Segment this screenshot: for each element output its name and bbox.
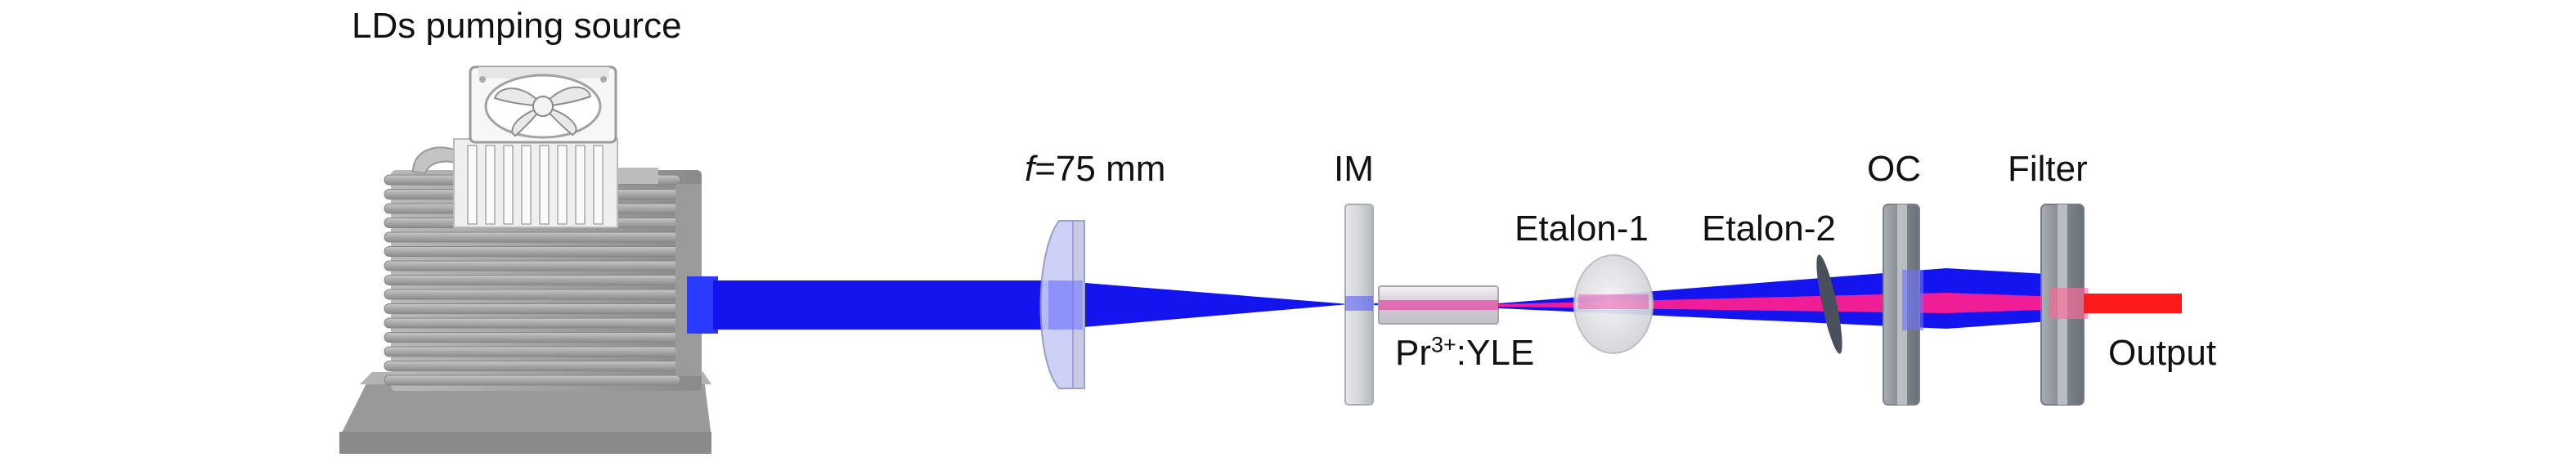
heat-sink-fin [384,332,681,343]
cooler-fin [593,145,604,225]
output-laser-beam [2084,294,2182,313]
cooler-fin [503,145,514,225]
heat-sink-fin [384,375,681,386]
label-output: Output [2108,333,2217,373]
label-filter: Filter [2008,149,2088,189]
gain-crystal [1378,285,1499,325]
heat-sink-fin [384,361,681,371]
label-gain-crystal: Pr3+:YLE [1395,332,1535,373]
pump-output-window [687,276,718,334]
etalon-1 [1573,254,1654,354]
heat-sink-fin [384,346,681,357]
clip-arm-left [411,146,459,175]
heat-sink-fin [384,231,681,243]
input-mirror [1344,204,1374,406]
heat-sink-fin [384,275,681,285]
label-lens-focal-length: f=75 mm [1025,151,1165,187]
label-crystal-superscript: 3+ [1431,332,1456,357]
cooler-fins [467,145,604,225]
label-etalon-2: Etalon-2 [1702,209,1836,249]
output-coupler [1883,204,1923,406]
label-crystal-element: Pr [1395,333,1431,373]
label-ld-pumping-source: LDs pumping source [352,6,682,46]
label-etalon-1: Etalon-1 [1515,209,1649,249]
base-plate-front [339,432,711,454]
clip-arm-right [617,168,658,184]
pump-beam-collimated [713,280,1055,330]
cooler-fin [575,145,586,225]
heat-sink-fin [384,289,681,300]
label-lens-f: f [1025,149,1035,189]
fan-screw-tl [479,76,486,83]
heat-sink-fin [384,260,681,271]
cooler-fin [485,145,496,225]
cooler-heatsink [453,138,618,228]
label-output-coupler: OC [1867,149,1921,189]
fan-blades-icon [493,86,592,137]
etalon-1-beam-overlay [1578,294,1649,309]
heat-sink-fin [384,303,681,314]
cooler-fin [467,145,478,225]
fan-housing-top [478,67,609,78]
cooler-fin [521,145,532,225]
pump-beam-focused [1055,280,1349,330]
filter [2040,204,2088,406]
fan-screw-tr [600,76,607,83]
label-input-mirror: IM [1334,149,1374,189]
label-lens-value: =75 mm [1034,149,1166,189]
heat-sink-fin [384,246,681,257]
label-crystal-host: :YLE [1456,333,1535,373]
cooler-fin [557,145,568,225]
fan-hub [532,96,554,117]
heat-sink-fin [384,317,681,329]
focusing-lens [1039,220,1085,389]
cooler-fin [539,145,550,225]
ld-pump-source [339,65,718,454]
etalon-2 [1816,254,1842,354]
